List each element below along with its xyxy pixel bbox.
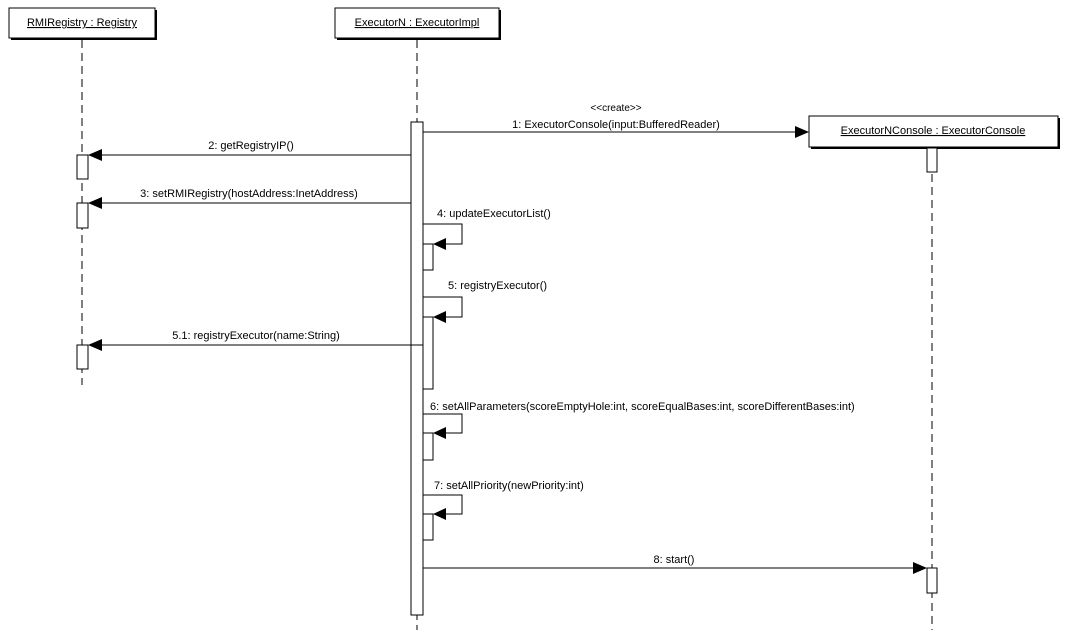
message-2-label: 2: getRegistryIP() [208,140,294,152]
message-5-label: 5: registryExecutor() [448,280,547,292]
message-1: <<create>> 1: ExecutorConsole(input:Buff… [423,103,809,138]
message-3-label: 3: setRMIRegistry(hostAddress:InetAddres… [140,188,358,200]
registry-activation-1 [76,154,89,180]
message-5-1: 5.1: registryExecutor(name:String) [88,330,423,351]
console-object-label: ExecutorNConsole : ExecutorConsole [841,125,1026,137]
message-4-label: 4: updateExecutorList() [437,208,551,220]
executor-activation-7 [422,513,434,541]
message-1-stereotype: <<create>> [590,103,641,114]
executor-object: ExecutorN : ExecutorImpl [334,7,501,40]
message-4: 4: updateExecutorList() [423,208,551,250]
executor-activation-5 [422,316,434,390]
message-6: 6: setAllParameters(scoreEmptyHole:int, … [423,401,855,439]
message-2: 2: getRegistryIP() [88,140,411,161]
message-3: 3: setRMIRegistry(hostAddress:InetAddres… [88,188,411,209]
executor-activation-4 [422,243,434,271]
message-8: 8: start() [423,554,927,574]
executor-activation-6 [422,432,434,461]
registry-object-label: RMIRegistry : Registry [27,17,138,29]
message-5-1-label: 5.1: registryExecutor(name:String) [172,330,340,342]
executor-object-label: ExecutorN : ExecutorImpl [355,17,480,29]
executor-activation-main [410,121,424,616]
message-8-label: 8: start() [654,554,695,566]
message-7: 7: setAllPriority(newPriority:int) [423,480,584,520]
message-5: 5: registryExecutor() [423,280,547,323]
console-object: ExecutorNConsole : ExecutorConsole [808,115,1060,149]
registry-activation-3 [76,344,89,370]
registry-activation-2 [76,202,89,229]
message-7-label: 7: setAllPriority(newPriority:int) [434,480,584,492]
registry-object: RMIRegistry : Registry [8,7,157,40]
message-6-label: 6: setAllParameters(scoreEmptyHole:int, … [430,401,855,413]
console-activation-2 [926,567,938,594]
message-1-label: 1: ExecutorConsole(input:BufferedReader) [512,119,720,131]
console-activation-1 [926,147,938,173]
